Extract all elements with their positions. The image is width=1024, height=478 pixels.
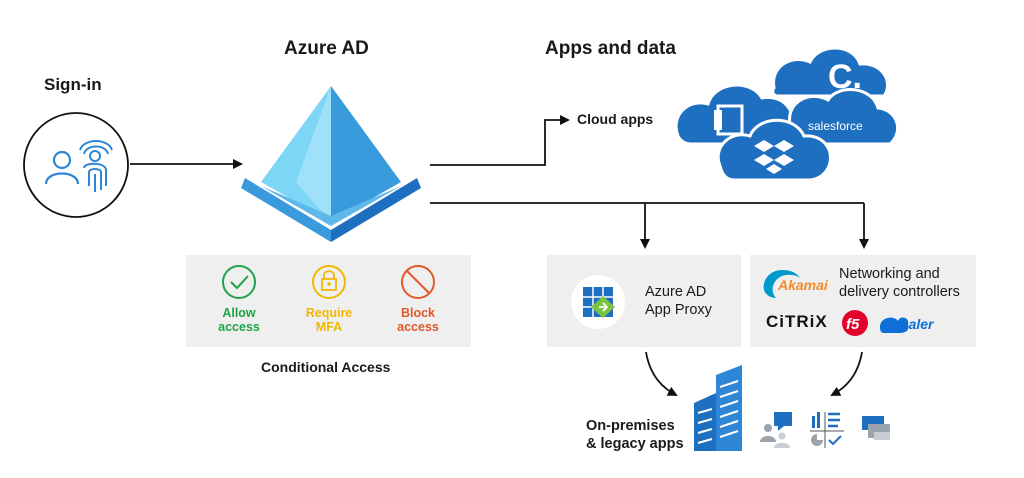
fingerprint-icon xyxy=(79,140,113,192)
building-icon xyxy=(694,365,742,451)
conditional-access-title: Conditional Access xyxy=(261,359,391,375)
signin-title: Sign-in xyxy=(44,75,102,94)
app-proxy-icon xyxy=(571,275,625,329)
signin-circle xyxy=(23,112,129,218)
analytics-icon xyxy=(810,412,844,448)
dropbox-icon xyxy=(754,140,794,174)
proxy-to-onprem-arrow xyxy=(645,351,678,396)
chat-users-icon xyxy=(760,412,792,448)
onprem-label: On-premises& legacy apps xyxy=(586,418,684,452)
apps-title: Apps and data xyxy=(545,38,676,59)
office-icon xyxy=(714,104,744,136)
networking-to-onprem-arrow xyxy=(830,351,863,396)
cloud-icon xyxy=(771,46,890,98)
azure-ad-logo-icon xyxy=(241,86,421,242)
zscaler-logo-icon: zscaler xyxy=(880,316,935,333)
akamai-logo-icon: Akamai xyxy=(763,270,829,298)
azuread-title: Azure AD xyxy=(284,38,369,59)
user-icon xyxy=(44,150,80,185)
windows-stack-icon xyxy=(862,416,890,440)
allow-icon xyxy=(222,265,256,299)
svg-text:Akamai: Akamai xyxy=(777,277,829,293)
f5-logo-icon: f5 xyxy=(842,310,868,336)
salesforce-logo-icon: salesforce xyxy=(808,119,863,133)
svg-text:f5: f5 xyxy=(846,316,860,333)
cloud-apps-cluster: C. salesforce xyxy=(674,46,900,182)
lock-icon xyxy=(312,265,346,299)
azuread-to-cloud-arrow xyxy=(430,115,570,166)
svg-text:zscaler: zscaler xyxy=(885,316,935,332)
conditional-access-panel xyxy=(186,255,471,347)
citrix-logo-icon: CiTRiX xyxy=(766,312,828,331)
cloud-apps-label: Cloud apps xyxy=(577,111,654,127)
block-icon xyxy=(401,265,435,299)
